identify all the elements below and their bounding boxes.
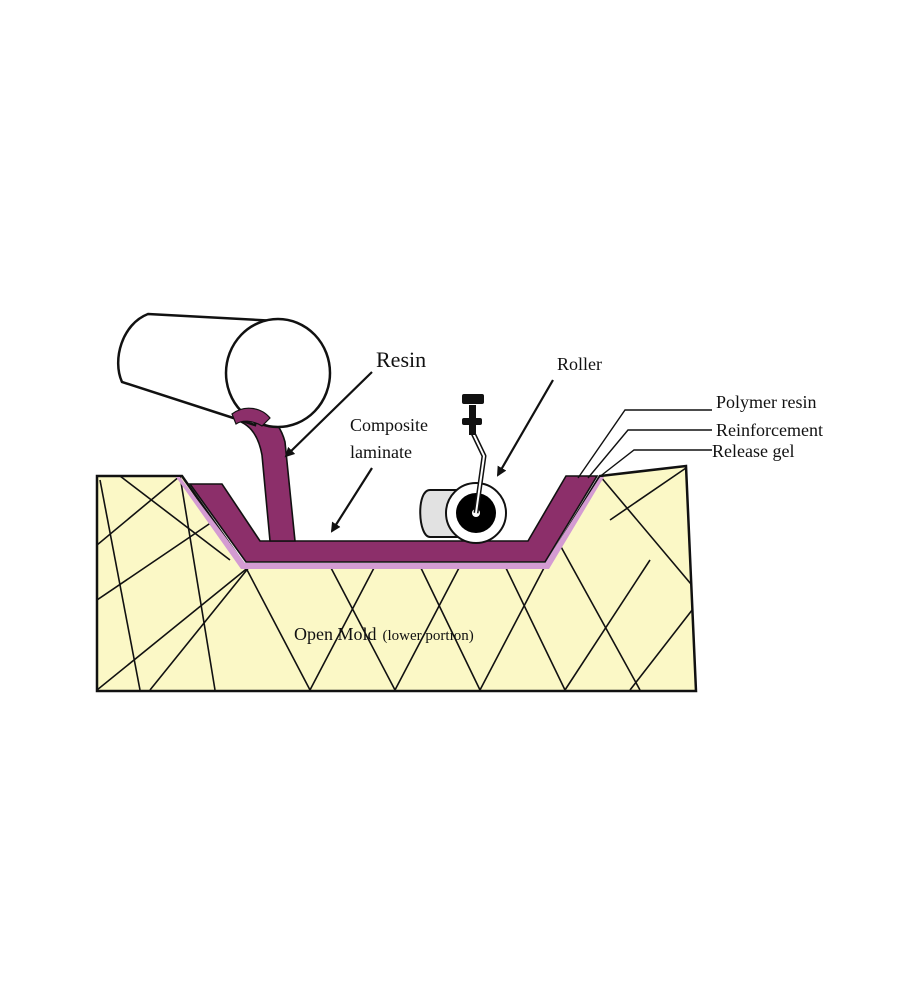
polymer-resin-label: Polymer resin — [716, 392, 817, 412]
release-gel-leader — [597, 449, 712, 479]
polymer-resin-leader — [577, 409, 712, 479]
roller-arrow — [496, 379, 554, 477]
reinforcement-leader — [587, 429, 712, 479]
hand-roller-icon — [419, 394, 507, 544]
resin-bucket-icon — [117, 312, 332, 429]
mold-body — [95, 464, 698, 693]
composite-laminate-arrow — [330, 467, 373, 533]
composite-laminate-layer — [188, 475, 599, 563]
resin-label: Resin — [376, 347, 426, 372]
mold-crosshatch — [97, 467, 696, 691]
composite-laminate-label-line2: laminate — [350, 442, 412, 462]
layer-leader-lines — [577, 409, 712, 479]
release-gel-label: Release gel — [712, 441, 794, 461]
bucket-mouth — [224, 317, 332, 429]
open-mold — [95, 464, 698, 693]
mold-label-main: Open Mold — [294, 624, 377, 644]
roller-label: Roller — [557, 354, 602, 374]
mold-label-sub: (lower portion) — [383, 628, 474, 644]
composite-laminate-label-line1: Composite — [350, 415, 428, 435]
roller-grip-cap — [462, 394, 484, 404]
bucket-resin-lip — [231, 407, 271, 427]
mold-label: Open Mold (lower portion) — [294, 624, 474, 644]
resin-arrow — [284, 371, 373, 458]
reinforcement-label: Reinforcement — [716, 420, 823, 440]
